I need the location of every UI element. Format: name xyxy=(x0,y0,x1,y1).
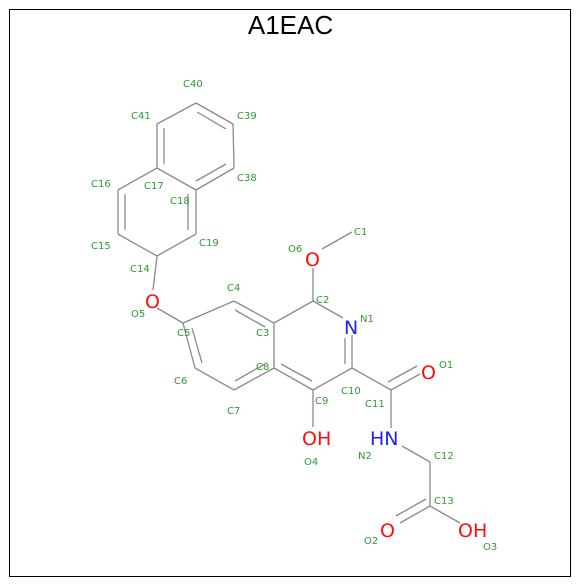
atom-oh3-symbol: OH xyxy=(458,520,487,542)
heteroatom-symbols: O O N O OH HN O OH xyxy=(145,249,487,542)
molecule-title: A1EAC xyxy=(247,10,334,40)
atom-o6-symbol: O xyxy=(305,249,320,271)
label-c39: C39 xyxy=(237,111,257,122)
label-c10: C10 xyxy=(341,386,361,397)
label-n1: N1 xyxy=(360,314,374,325)
label-c2: C2 xyxy=(316,295,329,306)
atom-o2-symbol: O xyxy=(380,520,395,542)
label-c13: C13 xyxy=(434,496,454,507)
label-c11: C11 xyxy=(365,399,385,410)
label-c8: C8 xyxy=(256,362,269,373)
label-c3: C3 xyxy=(256,328,269,339)
atom-oh4-symbol: OH xyxy=(302,428,331,450)
label-c1: C1 xyxy=(354,227,367,238)
label-c6: C6 xyxy=(174,376,187,387)
methoxy-bonds xyxy=(312,231,353,301)
label-c9: C9 xyxy=(315,396,328,407)
atom-index-labels: C40 C41 C39 C16 C17 C38 C18 C15 C19 C14 … xyxy=(91,79,497,553)
label-o3: O3 xyxy=(483,542,497,553)
label-c18: C18 xyxy=(170,196,190,207)
label-o5: O5 xyxy=(131,309,145,320)
naphthalene-bonds xyxy=(117,102,235,257)
label-o2: O2 xyxy=(364,536,378,547)
isoquinoline-bonds xyxy=(182,300,353,391)
ether-bonds xyxy=(152,255,184,324)
label-c41: C41 xyxy=(131,111,151,122)
label-c40: C40 xyxy=(183,79,203,90)
label-c5: C5 xyxy=(177,328,190,339)
label-c17: C17 xyxy=(144,181,164,192)
label-o1: O1 xyxy=(439,360,453,371)
label-c16: C16 xyxy=(91,179,111,190)
atom-o1-symbol: O xyxy=(421,362,436,384)
label-o6: O6 xyxy=(288,244,302,255)
side-chain-bonds xyxy=(351,365,461,524)
atom-hn2-symbol: HN xyxy=(370,428,399,450)
label-c4: C4 xyxy=(227,283,240,294)
label-c7: C7 xyxy=(227,406,240,417)
label-n2: N2 xyxy=(358,451,372,462)
structure-frame xyxy=(9,9,571,577)
label-c19: C19 xyxy=(199,238,219,249)
atom-o5-symbol: O xyxy=(145,291,160,313)
label-c38: C38 xyxy=(237,173,257,184)
atom-n1-symbol: N xyxy=(344,317,358,339)
label-c14: C14 xyxy=(130,264,150,275)
label-c12: C12 xyxy=(434,451,454,462)
label-o4: O4 xyxy=(304,457,318,468)
label-c15: C15 xyxy=(91,241,111,252)
